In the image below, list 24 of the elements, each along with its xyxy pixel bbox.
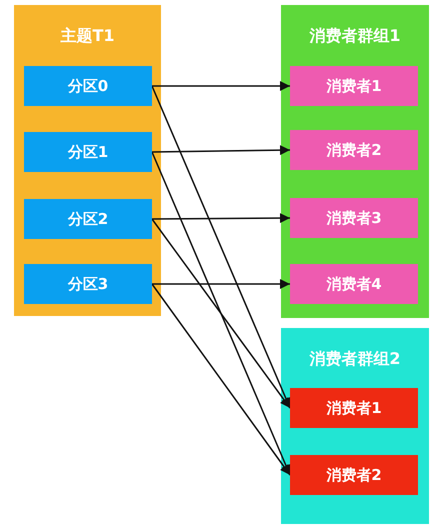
panel-title: 主题T1 (60, 26, 115, 47)
arrow (151, 152, 291, 476)
consumer-box: 消费者4 (290, 264, 418, 304)
topic-panel (14, 5, 161, 316)
panel-title: 消费者群组2 (309, 349, 401, 370)
consumer-box: 消费者2 (290, 455, 418, 495)
partition-box: 分区3 (24, 264, 152, 304)
arrow (152, 213, 290, 224)
partition-box: 分区1 (24, 132, 152, 172)
consumer-box: 消费者2 (290, 130, 418, 170)
arrow (152, 279, 290, 289)
consumer-box: 消费者1 (290, 388, 418, 428)
panel-title: 消费者群组1 (309, 26, 401, 47)
arrow (151, 218, 291, 408)
arrow (152, 81, 290, 91)
consumer-box: 消费者3 (290, 198, 418, 238)
consumer-group-panel (281, 328, 429, 524)
arrow (152, 145, 290, 156)
arrow (151, 284, 291, 476)
partition-box: 分区0 (24, 66, 152, 106)
consumer-group-panel (281, 5, 429, 318)
partition-box: 分区2 (24, 199, 152, 239)
arrow (151, 86, 291, 408)
consumer-box: 消费者1 (290, 66, 418, 106)
